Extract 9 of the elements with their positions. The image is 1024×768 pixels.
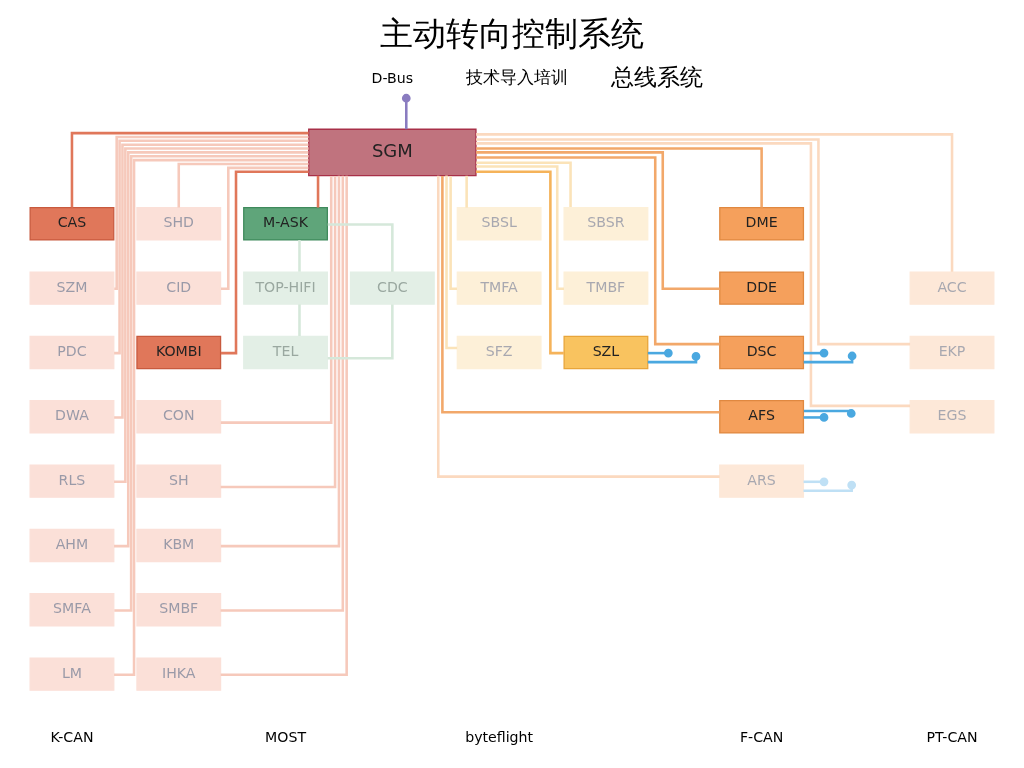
label: 总线系统 xyxy=(611,63,704,90)
label: byteflight xyxy=(465,729,534,746)
label: 技术导入培训 xyxy=(466,67,569,88)
label: PT-CAN xyxy=(926,729,978,746)
node-text: D-Bus xyxy=(371,69,414,86)
label: MOST xyxy=(265,729,307,746)
label: K-CAN xyxy=(50,729,94,746)
label: F-CAN xyxy=(739,729,784,746)
diagram-title: 主动转向控制系统 xyxy=(380,14,644,54)
